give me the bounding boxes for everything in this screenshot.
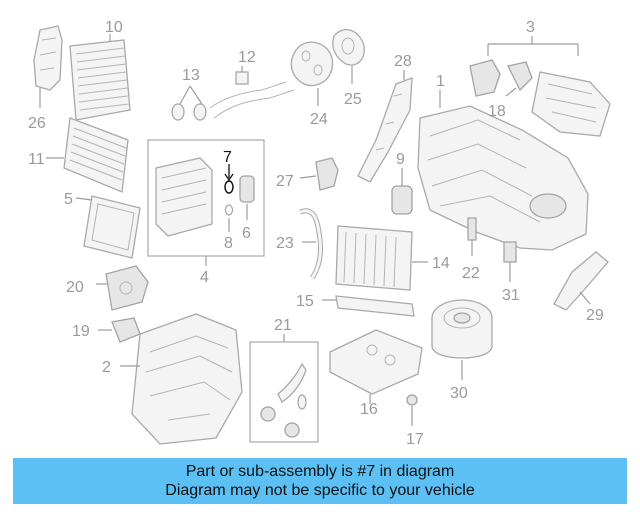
callout-22: 22 [462, 265, 480, 282]
part-27-sensor [299, 157, 339, 191]
callout-6: 6 [242, 225, 251, 242]
callout-18: 18 [488, 103, 506, 120]
callout-3: 3 [526, 19, 535, 36]
info-banner: Part or sub-assembly is #7 in diagram Di… [13, 458, 627, 504]
callout-25: 25 [344, 91, 362, 108]
part-30-blower-motor [431, 299, 493, 380]
part-31-sensor [503, 241, 517, 282]
part-16-tray [329, 329, 423, 404]
callout-2: 2 [102, 359, 111, 376]
part-14-cabin-filter [335, 225, 428, 291]
callout-20: 20 [66, 279, 84, 296]
callout-31: 31 [502, 287, 520, 304]
callout-4: 4 [200, 269, 209, 286]
callout-23: 23 [276, 235, 294, 252]
part-15-strip [322, 295, 415, 317]
callout-21: 21 [274, 317, 292, 334]
part-12-line [209, 66, 295, 119]
callout-15: 15 [296, 293, 314, 310]
part-22-clip [467, 217, 477, 256]
part-5-filter [75, 195, 141, 259]
callout-1: 1 [436, 73, 445, 90]
callout-30: 30 [450, 385, 468, 402]
part-4-box [147, 139, 265, 266]
part-24-gasket [290, 41, 334, 106]
callout-8: 8 [224, 235, 233, 252]
part-19-actuator [98, 317, 141, 343]
part-28-bracket [357, 70, 413, 183]
parts-diagram: 10 13 12 26 24 25 28 1 3 18 11 7 9 27 5 … [28, 19, 611, 448]
part-17-screw [406, 394, 418, 426]
part-11-core [46, 117, 129, 193]
callout-19: 19 [72, 323, 90, 340]
callout-26: 26 [28, 115, 46, 132]
part-18-bracket [505, 61, 533, 97]
callout-16: 16 [360, 401, 378, 418]
part-8-ring [224, 204, 234, 232]
part-9-switch [391, 168, 413, 215]
part-1-main-housing [417, 90, 589, 251]
part-2-housing [120, 313, 243, 445]
callout-13: 13 [182, 67, 200, 84]
callout-14: 14 [432, 255, 450, 272]
part-29-duct [553, 251, 609, 311]
callout-12: 12 [238, 49, 256, 66]
part-13-clips [171, 85, 207, 121]
part-21-box [249, 334, 319, 443]
part-25-gasket [332, 29, 365, 84]
callout-24: 24 [310, 111, 328, 128]
part-26-bracket [33, 25, 63, 108]
banner-line-1: Part or sub-assembly is #7 in diagram [185, 463, 455, 480]
part-3-group [469, 36, 611, 137]
callout-29: 29 [586, 307, 604, 324]
callout-10: 10 [105, 19, 123, 36]
part-7-o-ring [224, 164, 234, 194]
callout-7: 7 [223, 149, 232, 166]
part-10-heater-core [69, 34, 131, 121]
banner-line-2: Diagram may not be specific to your vehi… [165, 482, 475, 499]
callout-5: 5 [64, 191, 73, 208]
part-20-actuator [96, 265, 149, 311]
callout-17: 17 [406, 431, 424, 448]
callout-27: 27 [276, 173, 294, 190]
callout-9: 9 [396, 151, 405, 168]
callout-28: 28 [394, 53, 412, 70]
callout-11: 11 [28, 151, 45, 168]
part-23-hose [299, 208, 323, 280]
